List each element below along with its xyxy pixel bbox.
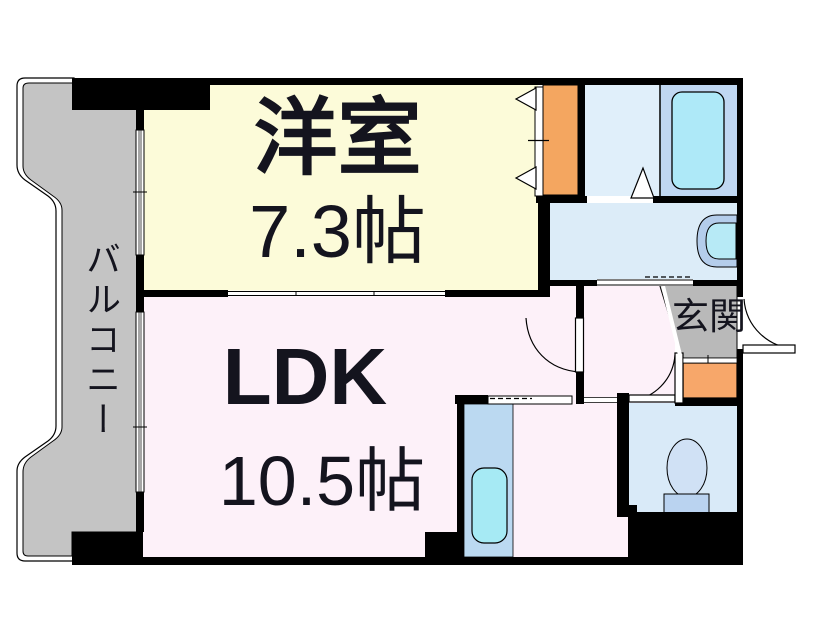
wall-hall-door-lower [576, 372, 584, 404]
wall-closet-east [578, 85, 585, 195]
bathtub-icon [671, 91, 725, 190]
wall-above-toilet-right [675, 398, 743, 406]
ldk-floor [143, 286, 675, 557]
wall-kitchen-west [457, 404, 464, 532]
slider-washroom [597, 279, 693, 286]
sliding-doors [228, 276, 693, 405]
closet-door-triangle-lower [514, 165, 537, 191]
wall-bath-south-left [585, 196, 587, 203]
wall-bottom [72, 557, 743, 565]
opening-hall-kitchen [584, 397, 617, 403]
windows [133, 129, 147, 493]
wall-hall-door-upper [576, 283, 584, 318]
closet-door-strip [534, 86, 544, 197]
slider-kitchen [487, 395, 573, 405]
wall-western-south-right [445, 290, 550, 297]
wall-kitchen-north [455, 395, 488, 404]
ldk-door-arc [525, 317, 581, 373]
wall-right-upper [737, 78, 743, 297]
wall-kitchen-west-block [425, 532, 464, 557]
toilet-bowl-icon [666, 438, 708, 498]
wall-bottom-left-block [72, 532, 143, 557]
entry-door-arc [743, 298, 796, 350]
wall-right-lower [737, 349, 743, 565]
wall-top [137, 78, 743, 85]
wall-top-left-block [72, 78, 210, 110]
bath-door-triangle [630, 166, 655, 199]
wall-left-c [136, 492, 144, 532]
wall-toilet-jamb [617, 393, 629, 406]
toilet-door-leaf [628, 394, 676, 403]
bathroom-floor [585, 85, 660, 196]
wall-western-south-left [143, 290, 228, 297]
entry-door-leaf [742, 344, 796, 354]
kitchen-sink-icon [471, 467, 508, 544]
closet-door-triangle-upper [514, 86, 537, 112]
wall-washroom-south-left [538, 280, 597, 286]
vanity-bowl-icon [705, 222, 737, 260]
shoe-step [682, 355, 738, 364]
wall-left-a [136, 110, 144, 130]
wall-toilet-west [617, 406, 629, 517]
wall-bottom-right-mass [628, 512, 743, 565]
ldk-door-leaf [574, 317, 585, 373]
entrance-step-line [661, 285, 682, 356]
partition-thin-wall [674, 352, 684, 404]
wall-bath-south-right [653, 196, 743, 203]
shoe-cabinet [682, 362, 738, 399]
walls [72, 78, 743, 565]
western-room-floor [143, 85, 538, 291]
slider-western-ldk [228, 290, 445, 297]
doors [525, 298, 796, 403]
entrance-step-band [682, 357, 738, 364]
window-ldk [135, 311, 145, 493]
wall-washroom-south-right [693, 280, 737, 286]
wall-closet-south [536, 195, 585, 203]
wall-left-b [136, 255, 144, 312]
folding-doors [514, 86, 655, 203]
wall-western-east [538, 195, 550, 297]
balcony-area [22, 82, 138, 557]
bath-doorway [587, 196, 653, 203]
